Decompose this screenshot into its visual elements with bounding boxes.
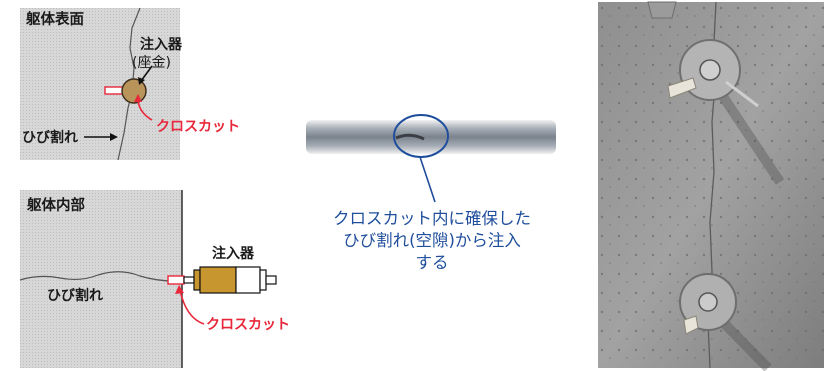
crosscut-arrowhead: [134, 94, 142, 102]
highlight-circle: [393, 114, 449, 158]
surface-diagram-graphic: [20, 7, 180, 161]
groove-crack: [395, 133, 425, 141]
middle-caption: クロスカット内に確保した ひび割れ(空隙)から注入 する: [308, 208, 556, 274]
injector-upper: [667, 39, 785, 185]
concrete-interior: [20, 190, 182, 368]
wall-photo-graphic: [598, 1, 824, 371]
top-fixture: [647, 1, 677, 19]
crack-arrowhead: [110, 133, 118, 141]
crack-label: ひび割れ: [22, 130, 78, 146]
groove-texture: [306, 120, 556, 154]
caption-line-1: クロスカット内に確保した: [333, 209, 531, 228]
syringe-plunger: [265, 275, 277, 285]
injector-arrow: [140, 65, 153, 82]
interior-crosscut-label: クロスカット: [206, 317, 290, 333]
syringe-tip: [183, 276, 195, 284]
injector-arrowhead: [138, 77, 145, 85]
crosscut-label: クロスカット: [156, 119, 240, 135]
syringe-flange: [259, 269, 267, 291]
caption-line-2: ひび割れ(空隙)から注入: [343, 231, 521, 250]
interior-crosscut-arrowhead: [175, 285, 184, 294]
crosscut-photo: [300, 108, 560, 203]
injector-label: 注入器: [140, 37, 182, 53]
syringe-collar: [193, 269, 201, 291]
concrete-surface: [20, 8, 180, 160]
seat-label: (座金): [132, 55, 171, 71]
pointer-line: [419, 156, 436, 203]
syringe-barrel-filled: [199, 266, 237, 294]
interior-diagram-graphic: [19, 190, 277, 368]
interior-crosscut-arrow: [179, 289, 205, 325]
interior-diagram: 躯体内部 注入器 ひび割れ クロスカット: [19, 190, 310, 368]
injector-lower: [679, 273, 772, 371]
interior-label: 躯体内部: [27, 198, 85, 214]
injector-seat: [121, 78, 147, 104]
surface-diagram: 躯体表面 注入器 (座金) ひび割れ クロスカット: [20, 7, 240, 161]
syringe-barrel-empty: [235, 266, 261, 294]
wall-photo: [598, 1, 824, 371]
crosscut-photo-graphic: [306, 114, 556, 203]
interior-crack-line: [19, 271, 183, 282]
syringe-injector-label: 注入器: [212, 246, 254, 262]
interior-crosscut-slot: [167, 275, 185, 285]
interior-crack-label: ひび割れ: [47, 288, 103, 304]
surface-label: 躯体表面: [26, 12, 84, 28]
caption-line-3: する: [415, 253, 449, 272]
